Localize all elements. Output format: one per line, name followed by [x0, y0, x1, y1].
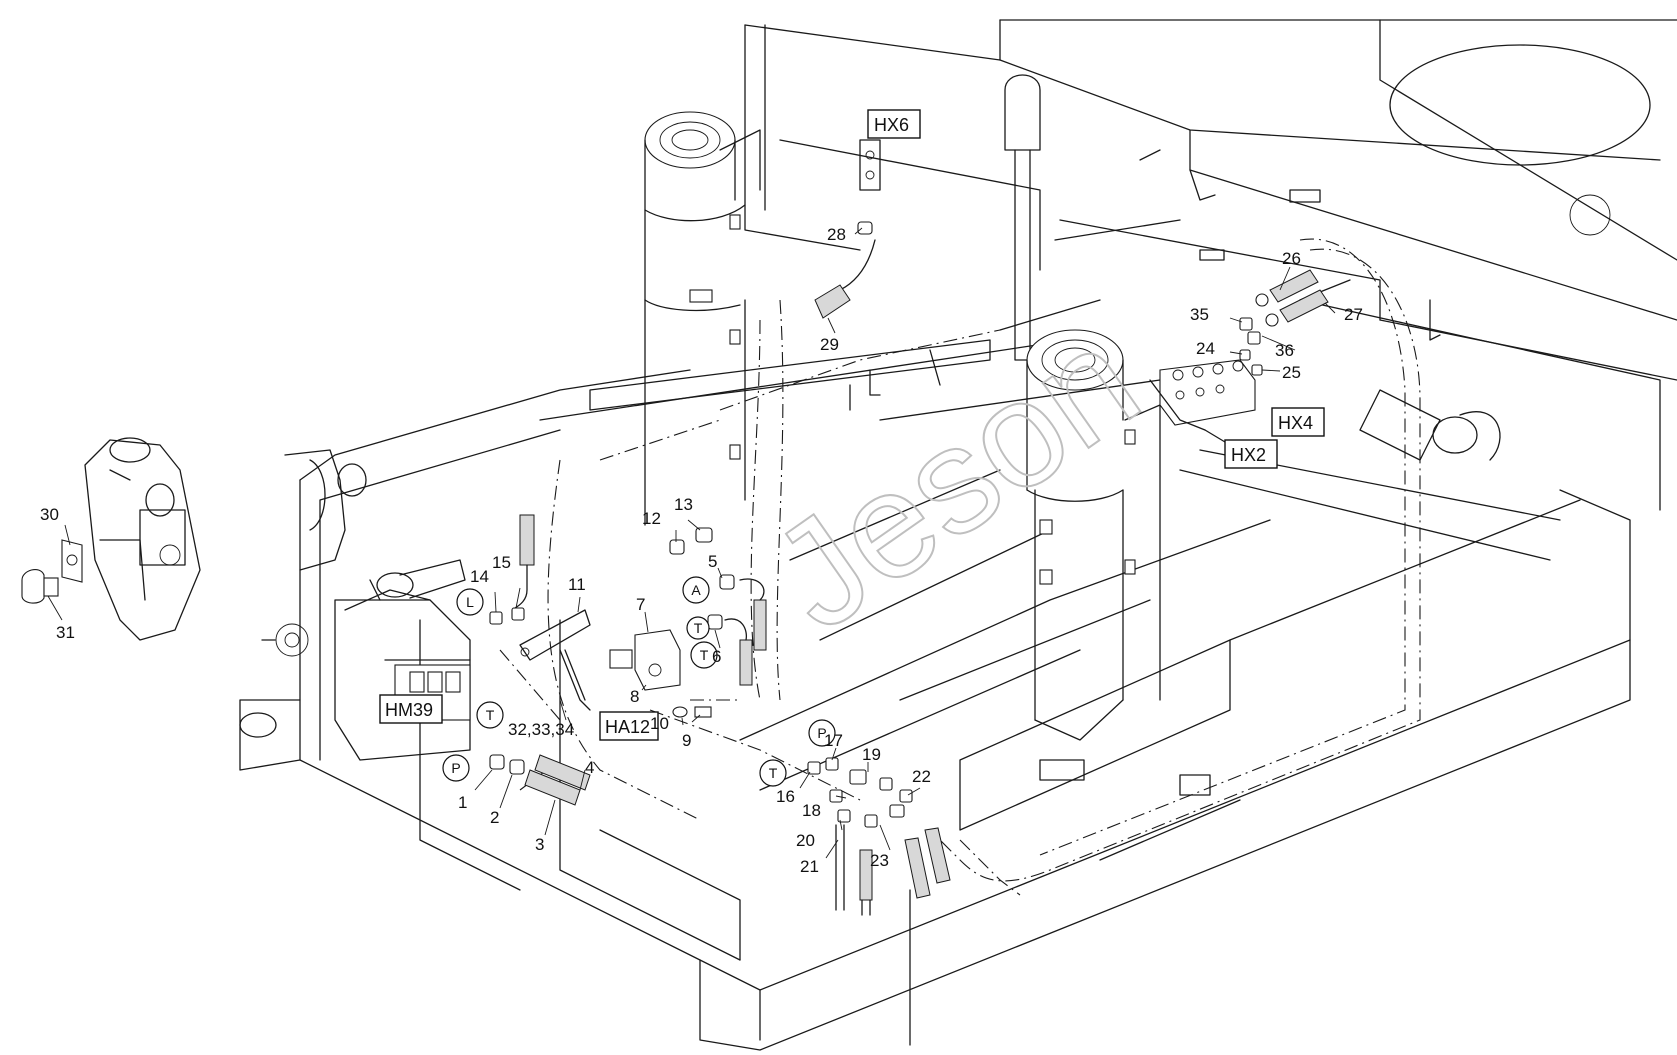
callout-2: 2 — [490, 808, 499, 827]
port-a: A — [682, 576, 710, 604]
callout-3: 3 — [535, 835, 544, 854]
svg-text:HA12: HA12 — [605, 717, 650, 737]
cylinder-right — [1026, 329, 1161, 741]
port-t-upper: T — [686, 616, 710, 640]
svg-text:P: P — [817, 725, 826, 741]
svg-text:HX4: HX4 — [1278, 413, 1313, 433]
svg-text:HX6: HX6 — [874, 115, 909, 135]
callout-13: 13 — [674, 495, 693, 514]
svg-text:T: T — [700, 647, 709, 663]
hydraulic-manifold-block — [1149, 359, 1256, 446]
chassis-frame — [239, 19, 1677, 1051]
svg-text:HM39: HM39 — [385, 700, 433, 720]
callout-28: 28 — [827, 225, 846, 244]
port-markers: L T P T P T A T — [442, 576, 836, 787]
svg-text:A: A — [691, 582, 701, 598]
callout-29: 29 — [820, 335, 839, 354]
watermark: Jeson — [743, 294, 1167, 661]
callout-22: 22 — [912, 767, 931, 786]
callout-leaders — [47, 227, 1336, 859]
callout-31: 31 — [56, 623, 75, 642]
callout-6: 6 — [712, 647, 721, 666]
callout-numbers: 1 2 3 4 5 6 7 8 9 10 11 12 13 14 15 16 1… — [40, 225, 1363, 876]
tag-hm39: HM39 — [379, 694, 443, 724]
callout-21: 21 — [800, 857, 819, 876]
svg-text:HX2: HX2 — [1231, 445, 1266, 465]
callout-9: 9 — [682, 731, 691, 750]
callout-10: 10 — [650, 714, 669, 733]
callout-36: 36 — [1275, 341, 1294, 360]
tag-labels: HX6 HX4 HX2 HM39 HA12 — [379, 109, 1325, 741]
callout-11: 11 — [568, 575, 586, 594]
callout-30: 30 — [40, 505, 59, 524]
callout-25: 25 — [1282, 363, 1301, 382]
svg-text:T: T — [769, 765, 778, 781]
hoses-and-fittings — [489, 221, 1329, 916]
port-t-mid: T — [690, 641, 718, 669]
callout-18: 18 — [802, 801, 821, 820]
tag-ha12: HA12 — [599, 711, 659, 741]
callout-24: 24 — [1196, 339, 1215, 358]
callout-17: 17 — [824, 731, 843, 750]
port-p-right: P — [808, 719, 836, 747]
callout-35: 35 — [1190, 305, 1209, 324]
callout-23: 23 — [870, 851, 889, 870]
callout-14: 14 — [470, 567, 489, 586]
svg-text:P: P — [451, 760, 460, 776]
tag-hx4: HX4 — [1271, 407, 1325, 437]
port-t-right: T — [759, 759, 787, 787]
callout-16: 16 — [776, 787, 795, 806]
callout-7: 7 — [636, 595, 645, 614]
left-tank-assembly — [261, 449, 471, 761]
callout-15: 15 — [492, 553, 511, 572]
port-t-left: T — [476, 701, 504, 729]
cylinder-left — [644, 111, 761, 526]
callout-1: 1 — [458, 793, 467, 812]
port-l: L — [456, 588, 484, 616]
svg-text:T: T — [694, 620, 703, 636]
callout-19: 19 — [862, 745, 881, 764]
callout-20: 20 — [796, 831, 815, 850]
callout-8: 8 — [630, 687, 639, 706]
tag-hx2: HX2 — [1224, 439, 1278, 469]
callout-32-33-34: 32,33,34 — [508, 720, 574, 739]
svg-text:L: L — [466, 594, 474, 610]
callout-27: 27 — [1344, 305, 1363, 324]
callout-4: 4 — [585, 758, 594, 777]
tag-hx6: HX6 — [867, 109, 921, 139]
port-p-left: P — [442, 754, 470, 782]
pump-detail-inset — [21, 437, 201, 641]
pipe-routing-lines — [499, 238, 1421, 896]
callout-5: 5 — [708, 552, 717, 571]
callout-26: 26 — [1282, 249, 1301, 268]
svg-text:T: T — [486, 707, 495, 723]
callout-12: 12 — [642, 509, 661, 528]
